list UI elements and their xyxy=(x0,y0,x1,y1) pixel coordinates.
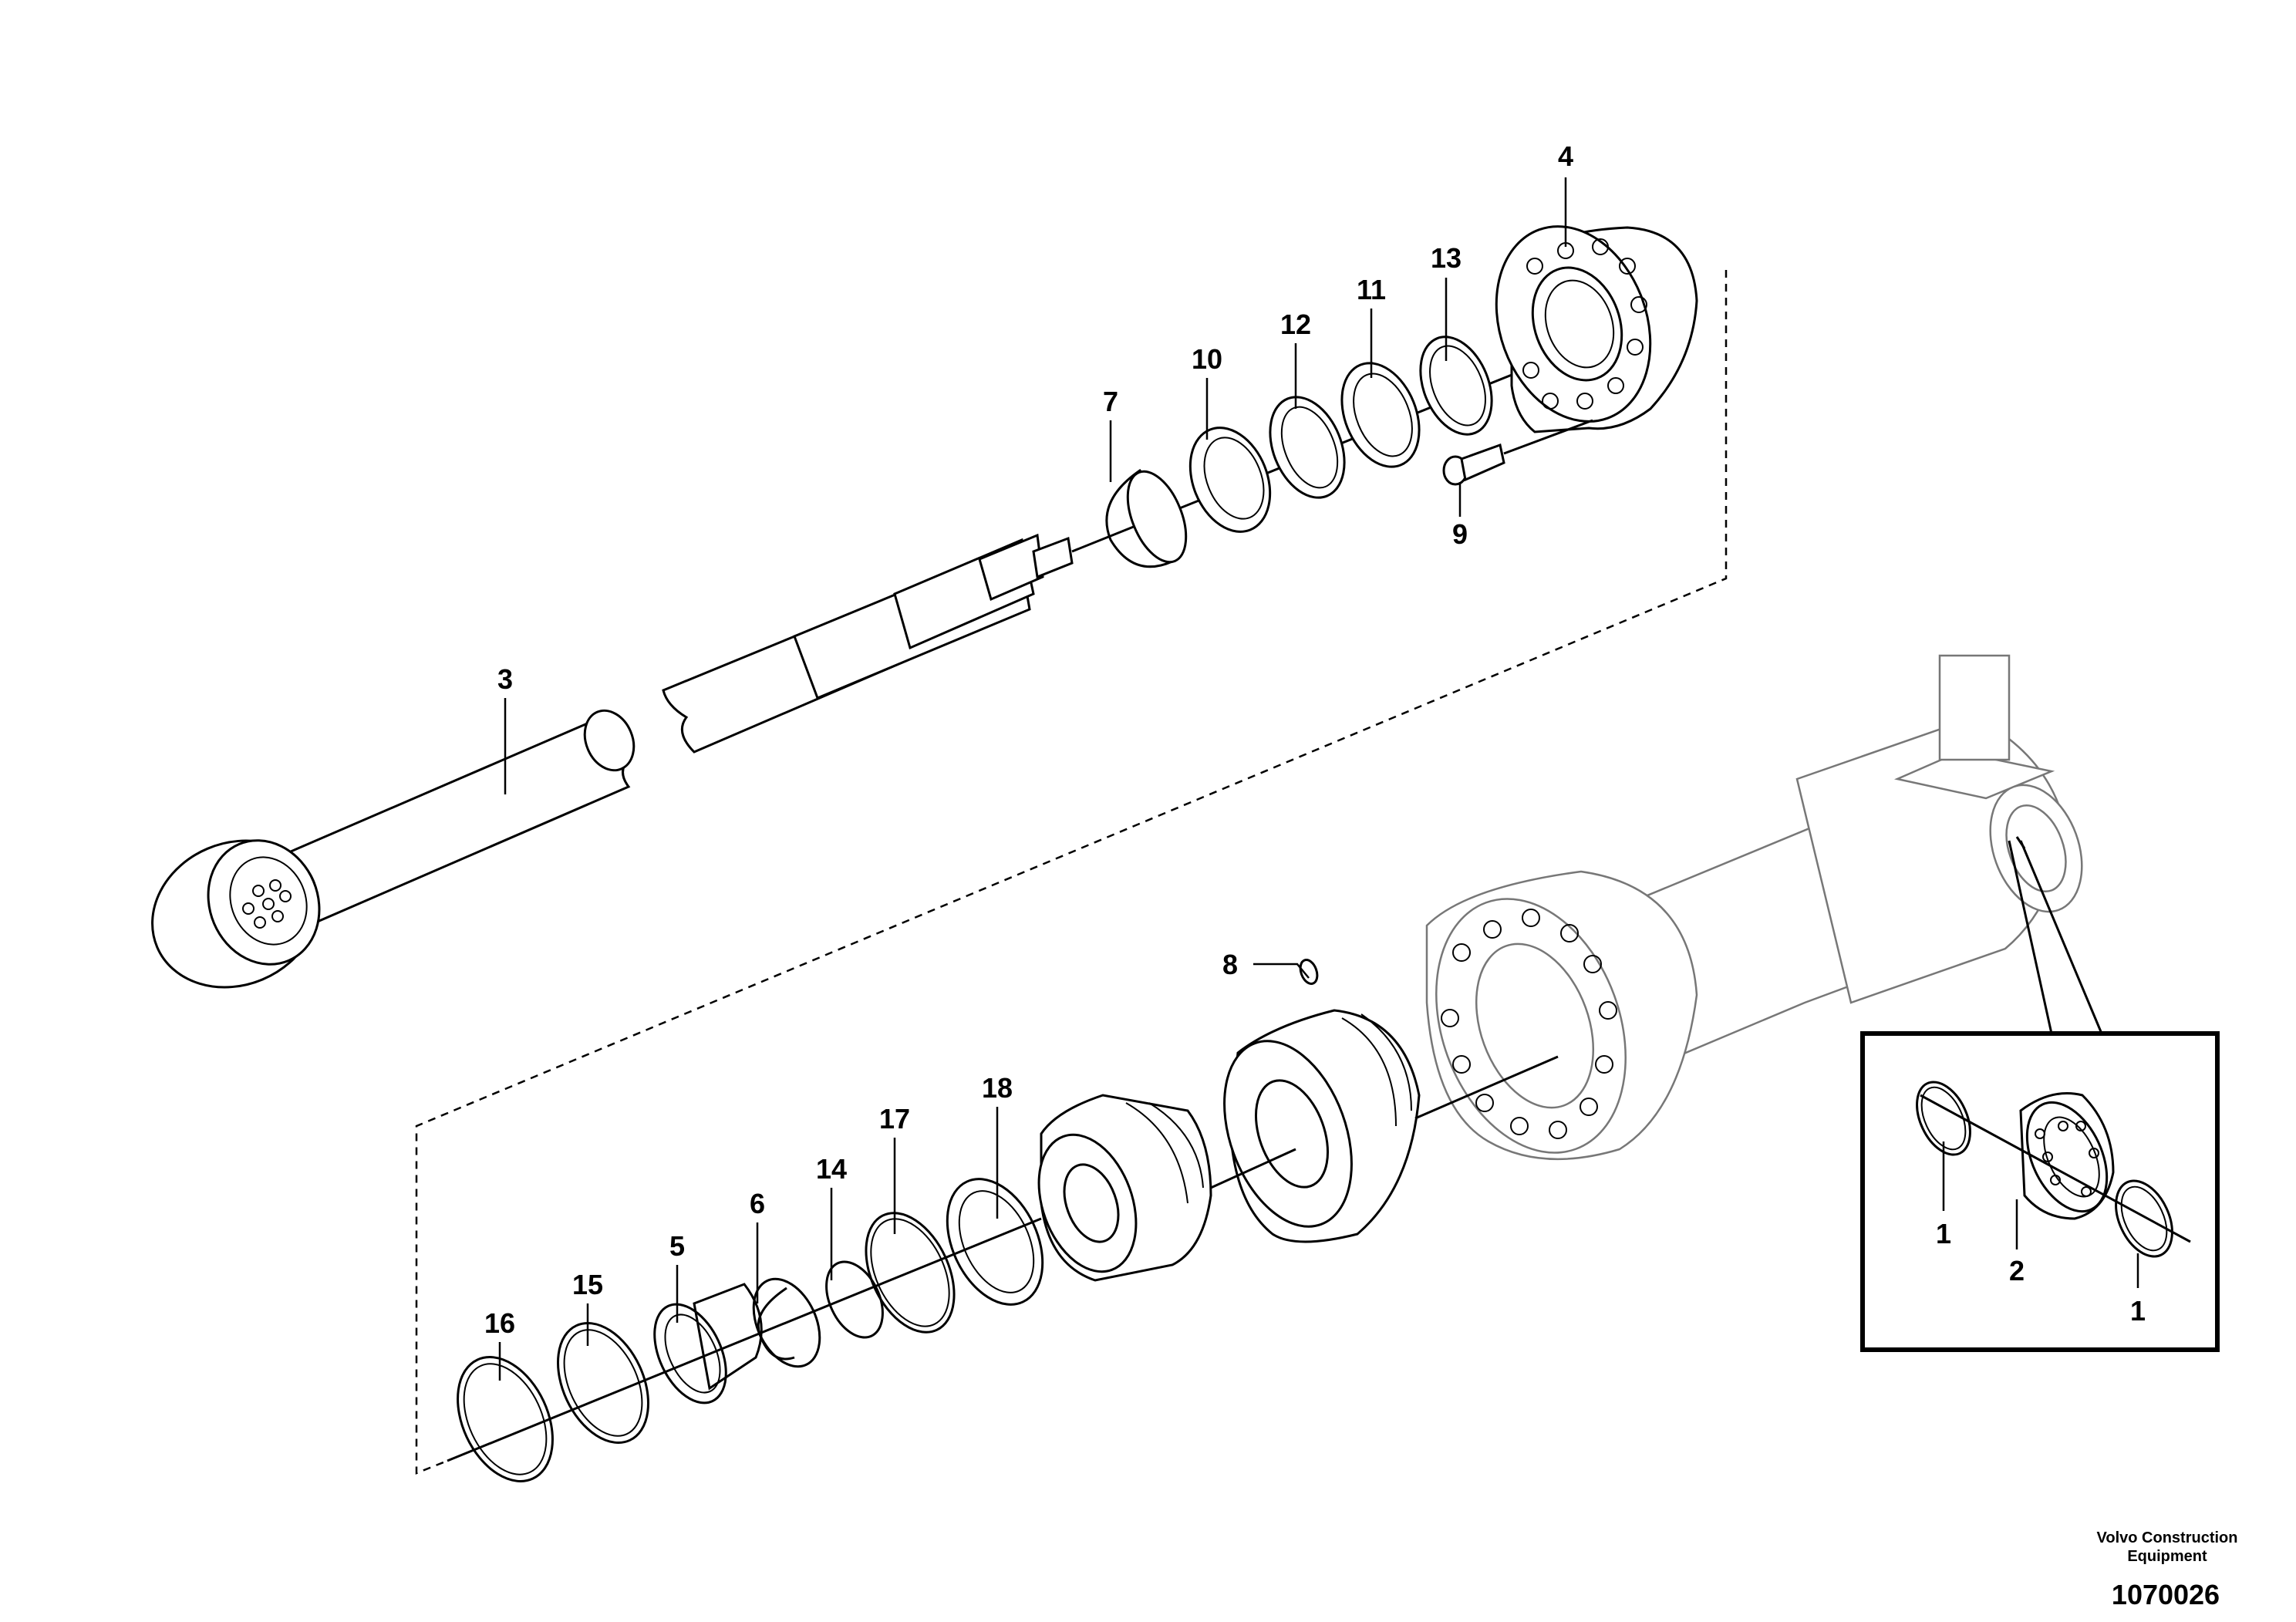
publisher-line-2: Equipment xyxy=(2127,1548,2207,1565)
callout-8: 8 xyxy=(1222,949,1238,980)
callout-13: 13 xyxy=(1431,242,1462,274)
callout-17: 17 xyxy=(879,1103,910,1135)
screw xyxy=(1442,419,1593,486)
callout-labels: 4 13 11 12 10 7 9 3 8 18 17 14 6 5 15 16… xyxy=(484,140,2146,1339)
callout-1-left: 1 xyxy=(1936,1218,1951,1249)
callout-9: 9 xyxy=(1452,518,1468,550)
rod-seals xyxy=(1105,336,1493,568)
callout-4: 4 xyxy=(1558,140,1573,172)
callout-3: 3 xyxy=(497,663,513,695)
callout-1-right: 1 xyxy=(2130,1295,2146,1327)
callout-2: 2 xyxy=(2009,1255,2025,1286)
callout-10: 10 xyxy=(1192,343,1222,375)
callout-14: 14 xyxy=(816,1153,847,1185)
callout-16: 16 xyxy=(484,1307,515,1339)
leader-lines xyxy=(498,177,2139,1381)
callout-7: 7 xyxy=(1103,386,1118,417)
dashed-bracket xyxy=(415,270,1728,1475)
callout-5: 5 xyxy=(669,1230,685,1262)
detail-callout xyxy=(1860,836,2220,1352)
piston-rod xyxy=(151,361,1543,989)
callout-18: 18 xyxy=(982,1072,1013,1104)
callout-15: 15 xyxy=(572,1269,603,1300)
drawing-number: 1070026 xyxy=(2112,1579,2220,1610)
piston-rings xyxy=(447,1178,1044,1482)
cylinder-head xyxy=(1495,225,1698,433)
callout-6: 6 xyxy=(750,1188,765,1219)
publisher-line-1: Volvo Construction xyxy=(2097,1529,2238,1546)
title-block: Volvo Construction Equipment 1070026 xyxy=(2097,1529,2238,1610)
callout-12: 12 xyxy=(1280,309,1311,340)
piston-nut xyxy=(1037,1094,1296,1282)
cylinder-barrel xyxy=(1425,654,2083,1161)
piston xyxy=(1223,959,1559,1243)
callout-11: 11 xyxy=(1357,274,1386,305)
